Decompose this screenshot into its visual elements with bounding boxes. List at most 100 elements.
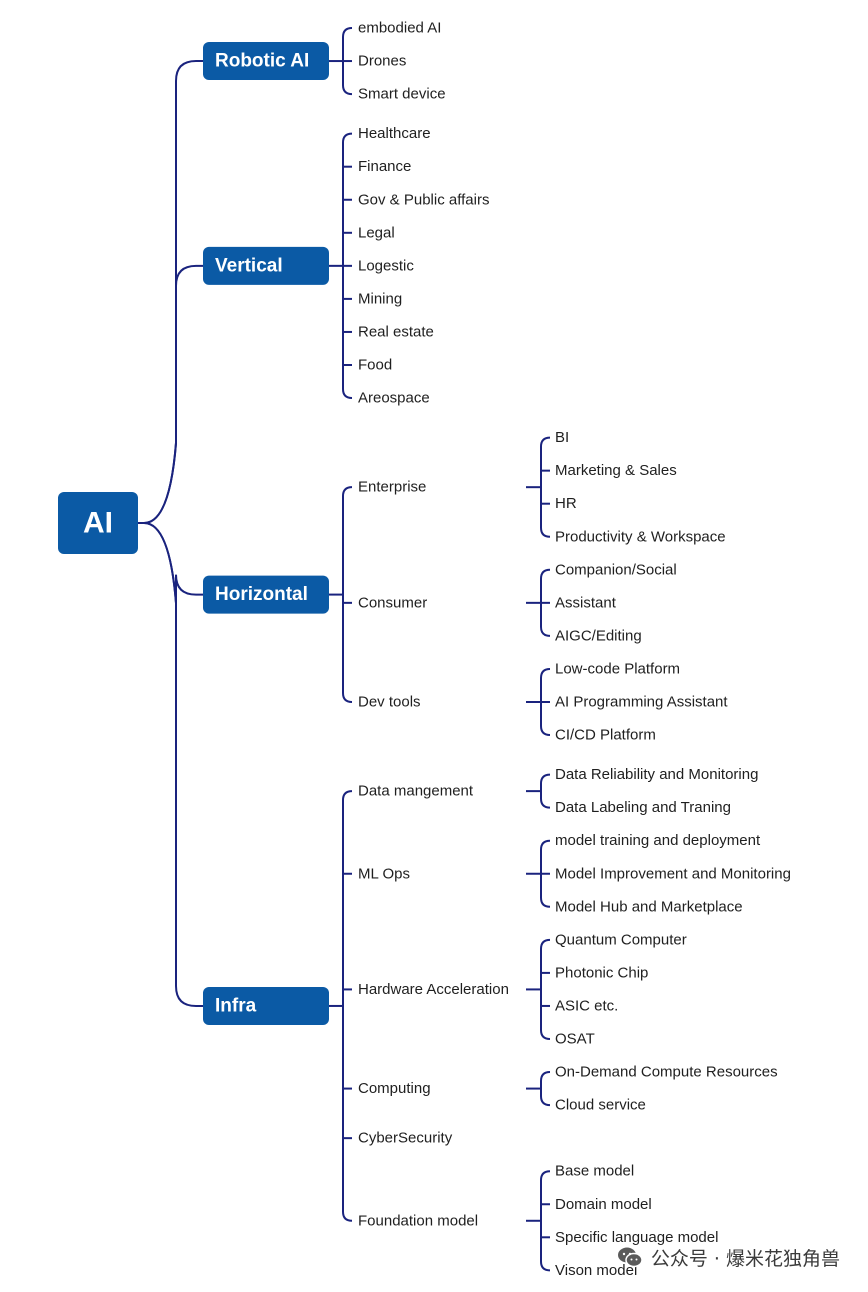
label-food: Food [358, 357, 392, 374]
label-low-code-platform: Low-code Platform [555, 660, 680, 677]
node-ci-cd-platform: CI/CD Platform [555, 727, 656, 744]
label-domain-model: Domain model [555, 1196, 652, 1213]
sub-spine-computing [540, 1071, 551, 1107]
node-vison-model: Vison model [555, 1262, 637, 1279]
node-foundation-model: Foundation model [358, 1212, 478, 1229]
node-hardware-acceleration: Hardware Acceleration [358, 981, 509, 998]
node-hr: HR [555, 495, 577, 512]
category-label-infra: Infra [215, 995, 257, 1016]
category-node-infra: Infra [203, 986, 329, 1025]
category-box-vertical [203, 246, 329, 285]
node-real-estate: Real estate [358, 323, 434, 340]
label-osat: OSAT [555, 1031, 595, 1048]
node-model-improvement-and-monitoring: Model Improvement and Monitoring [555, 865, 791, 882]
node-cybersecurity: CyberSecurity [358, 1130, 453, 1147]
node-domain-model: Domain model [555, 1196, 652, 1213]
label-consumer: Consumer [358, 594, 427, 611]
label-specific-language-model: Specific language model [555, 1229, 718, 1246]
label-cybersecurity: CyberSecurity [358, 1130, 453, 1147]
node-ai-programming-assistant: AI Programming Assistant [555, 694, 728, 711]
label-on-demand-compute-resources: On-Demand Compute Resources [555, 1064, 778, 1081]
node-healthcare: Healthcare [358, 125, 431, 142]
label-model-training-and-deployment: model training and deployment [555, 832, 761, 849]
category-box-robotic-ai [203, 42, 329, 81]
label-data-reliability-and-monitoring: Data Reliability and Monitoring [555, 766, 758, 783]
category-box-infra [203, 986, 329, 1025]
node-consumer: Consumer [358, 594, 427, 611]
label-areospace: Areospace [358, 390, 430, 407]
label-logestic: Logestic [358, 257, 414, 274]
node-cloud-service: Cloud service [555, 1097, 646, 1114]
root-box [58, 492, 138, 554]
watermark-text: 公众号 · 爆米花独角兽 [650, 1247, 840, 1270]
category-label-robotic-ai: Robotic AI [215, 51, 309, 72]
label-finance: Finance [358, 158, 411, 175]
label-dev-tools: Dev tools [358, 694, 421, 711]
label-aigc-editing: AIGC/Editing [555, 627, 642, 644]
sub-spine-foundation-model [540, 1170, 551, 1272]
node-data-mangement: Data mangement [358, 783, 474, 800]
label-hardware-acceleration: Hardware Acceleration [358, 981, 509, 998]
label-gov-and-public-affairs: Gov & Public affairs [358, 191, 489, 208]
label-real-estate: Real estate [358, 323, 434, 340]
node-smart-device: Smart device [358, 86, 446, 103]
node-drones: Drones [358, 53, 406, 70]
label-companion-social: Companion/Social [555, 561, 677, 578]
label-computing: Computing [358, 1080, 431, 1097]
label-hr: HR [555, 495, 577, 512]
node-computing: Computing [358, 1080, 431, 1097]
root-link-robotic-ai [138, 60, 204, 524]
sub-spine-data-mangement [540, 773, 551, 809]
spine-infra [342, 790, 353, 1222]
node-model-hub-and-marketplace: Model Hub and Marketplace [555, 898, 743, 915]
label-embodied-ai: embodied AI [358, 20, 441, 37]
label-base-model: Base model [555, 1163, 634, 1180]
category-node-vertical: Vertical [203, 246, 329, 285]
node-ml-ops: ML Ops [358, 865, 410, 882]
root-link-vertical [138, 264, 204, 524]
wechat-icon [617, 1247, 643, 1268]
category-box-horizontal [203, 575, 329, 614]
root-label: AI [83, 507, 113, 540]
node-data-labeling-and-traning: Data Labeling and Traning [555, 799, 731, 816]
category-label-horizontal: Horizontal [215, 584, 308, 605]
label-productivity-and-workspace: Productivity & Workspace [555, 528, 726, 545]
label-cloud-service: Cloud service [555, 1097, 646, 1114]
label-smart-device: Smart device [358, 86, 446, 103]
node-marketing-and-sales: Marketing & Sales [555, 462, 677, 479]
label-drones: Drones [358, 53, 406, 70]
label-quantum-computer: Quantum Computer [555, 931, 687, 948]
node-gov-and-public-affairs: Gov & Public affairs [358, 191, 489, 208]
label-ci-cd-platform: CI/CD Platform [555, 727, 656, 744]
label-data-mangement: Data mangement [358, 783, 474, 800]
node-companion-social: Companion/Social [555, 561, 677, 578]
node-on-demand-compute-resources: On-Demand Compute Resources [555, 1064, 778, 1081]
label-ml-ops: ML Ops [358, 865, 410, 882]
node-dev-tools: Dev tools [358, 694, 421, 711]
node-low-code-platform: Low-code Platform [555, 660, 680, 677]
label-model-improvement-and-monitoring: Model Improvement and Monitoring [555, 865, 791, 882]
label-vison-model: Vison model [555, 1262, 637, 1279]
watermark: 公众号 · 爆米花独角兽 [617, 1240, 840, 1274]
node-assistant: Assistant [555, 594, 617, 611]
node-data-reliability-and-monitoring: Data Reliability and Monitoring [555, 766, 758, 783]
label-data-labeling-and-traning: Data Labeling and Traning [555, 799, 731, 816]
sub-spine-enterprise [540, 436, 551, 538]
sub-spine-hardware-acceleration [540, 938, 551, 1040]
label-bi: BI [555, 429, 569, 446]
node-legal: Legal [358, 224, 395, 241]
node-quantum-computer: Quantum Computer [555, 931, 687, 948]
node-productivity-and-workspace: Productivity & Workspace [555, 528, 726, 545]
node-specific-language-model: Specific language model [555, 1229, 718, 1246]
root-node-ai: AI [58, 492, 138, 554]
node-enterprise: Enterprise [358, 479, 426, 496]
node-base-model: Base model [555, 1163, 634, 1180]
label-enterprise: Enterprise [358, 479, 426, 496]
category-node-robotic-ai: Robotic AI [203, 42, 329, 81]
label-asic-etc: ASIC etc. [555, 997, 618, 1014]
label-photonic-chip: Photonic Chip [555, 964, 648, 981]
node-embodied-ai: embodied AI [358, 20, 441, 37]
spine-horizontal [342, 486, 353, 703]
node-osat: OSAT [555, 1031, 595, 1048]
